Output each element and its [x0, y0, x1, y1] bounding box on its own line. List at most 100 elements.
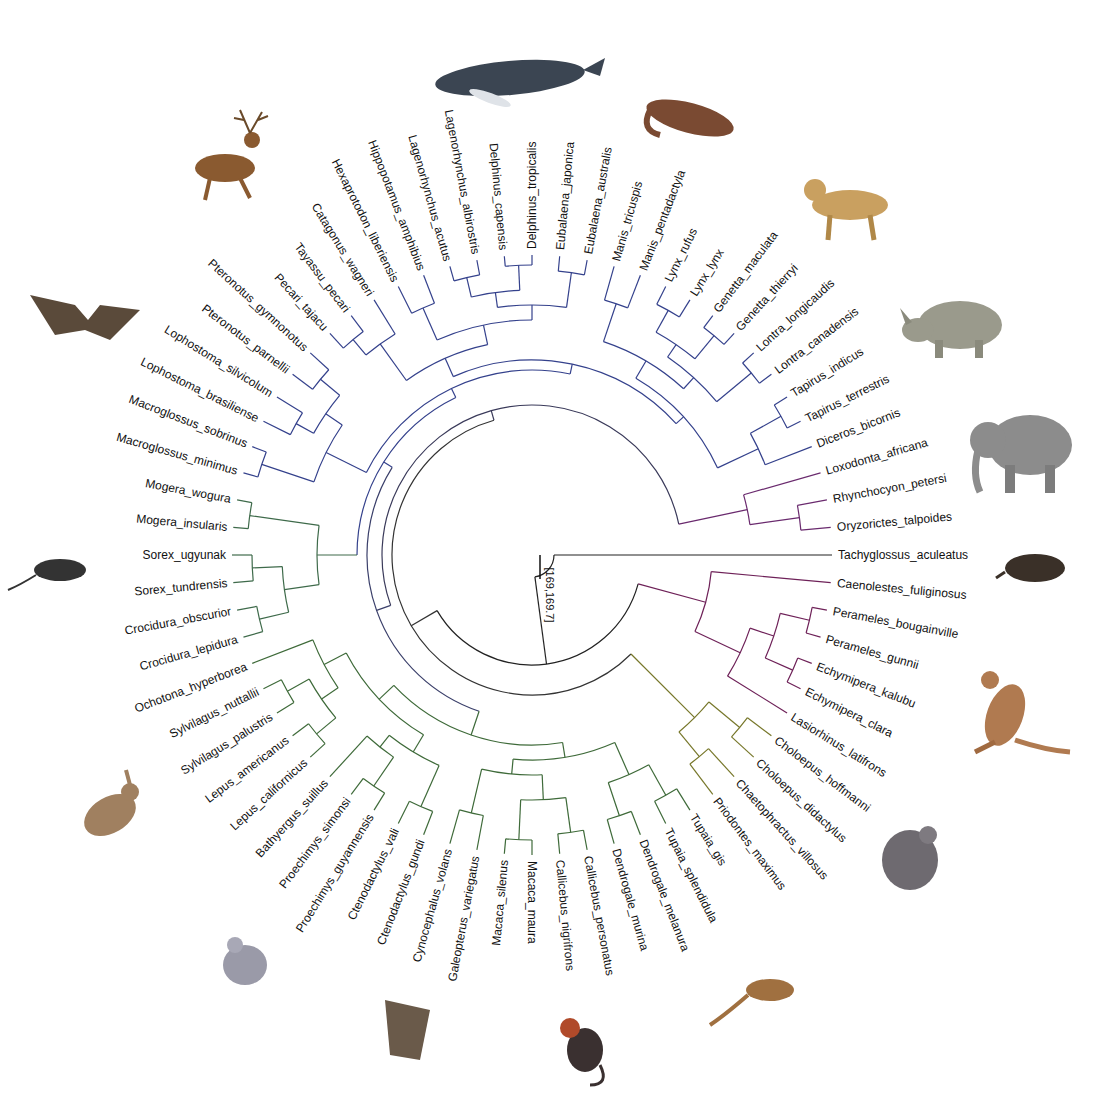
branch-line [262, 464, 314, 481]
branch-line [709, 749, 735, 777]
branch-arc [366, 334, 395, 355]
branch-line [531, 305, 532, 320]
echidna-icon [996, 554, 1065, 582]
branch-line [293, 724, 309, 736]
treeshrew-icon [710, 979, 794, 1025]
branch-line [351, 778, 363, 794]
branch-arc [282, 567, 288, 613]
branch-line [483, 325, 487, 345]
branch-line [607, 820, 614, 844]
branch-line [504, 256, 506, 266]
armadillo-icon [882, 826, 938, 890]
branch-line [384, 462, 392, 467]
branch-line [445, 358, 453, 376]
branch-line [277, 702, 294, 713]
branch-arc [690, 749, 709, 764]
branch-line [759, 374, 771, 383]
branch-arc [806, 607, 812, 633]
branch-line [379, 685, 394, 699]
species-label: Macaca_maura [525, 861, 539, 944]
chinchilla-icon [223, 937, 267, 985]
branch-line [353, 340, 366, 355]
branch-line [491, 411, 494, 421]
branch-line [398, 286, 411, 313]
branch-line [263, 421, 290, 434]
branch-arc [406, 345, 487, 381]
branch-line [423, 308, 437, 340]
branch-line [413, 735, 423, 752]
branch-line [374, 793, 385, 810]
branch-line [567, 273, 572, 308]
branch-line [398, 801, 409, 823]
branch-line [326, 414, 342, 425]
branch-arc [281, 680, 294, 703]
shrew-icon [8, 559, 86, 590]
branch-line [519, 800, 521, 840]
branch-line [732, 737, 754, 757]
species-label: Proechimys_guyannensis [293, 811, 377, 935]
species-label: Macaca_silenus [489, 859, 511, 946]
branch-line [668, 345, 676, 357]
branch-arc [459, 810, 483, 816]
branch-arc [728, 628, 751, 676]
branch-arc [437, 320, 532, 340]
branch-line [512, 759, 513, 774]
species-label: Lophostoma_silvicolum [162, 322, 275, 400]
elephant-icon [970, 415, 1072, 493]
branch-line [638, 584, 706, 602]
branch-arc [317, 525, 319, 584]
branch-arc [704, 328, 724, 345]
branch-line [631, 654, 695, 718]
branch-arc [392, 420, 631, 695]
branch-line [322, 688, 338, 699]
branch-line [765, 447, 812, 465]
branch-arc [513, 743, 615, 760]
branch-line [317, 554, 357, 555]
branch-arc [357, 397, 456, 555]
branch-line [695, 336, 714, 359]
branch-line [504, 839, 505, 854]
branch-line [744, 473, 821, 495]
branch-arc [437, 584, 638, 665]
branch-line [584, 260, 587, 275]
branch-line [655, 801, 666, 823]
branch-arc [314, 425, 342, 482]
branch-line [787, 682, 800, 689]
branch-line [259, 612, 288, 619]
branch-line [806, 633, 820, 637]
branch-line [243, 473, 257, 477]
branch-arc [679, 702, 709, 732]
branch-line [326, 452, 366, 472]
branch-arc [797, 505, 800, 530]
branch-arc [382, 405, 679, 605]
branch-line [679, 300, 690, 317]
branch-arc [343, 332, 363, 349]
branch-arc [732, 718, 748, 737]
branch-line [380, 735, 389, 747]
branch-line [374, 300, 395, 334]
branch-line [798, 658, 812, 663]
branch-arc [787, 658, 798, 682]
branch-line [467, 278, 472, 297]
branch-line [421, 765, 439, 806]
branch-line [284, 585, 319, 590]
branch-arc [482, 769, 543, 775]
branch-line [351, 316, 363, 332]
branch-arc [605, 300, 628, 308]
branch-line [718, 449, 759, 468]
branch-line [317, 718, 336, 734]
branch-line [243, 632, 262, 637]
species-label: Lynx_rufus [662, 226, 701, 284]
branch-line [542, 775, 543, 800]
branch-line [750, 628, 774, 636]
branch-arc [454, 275, 480, 281]
branch-arc [471, 290, 519, 297]
node-age-label: [169,169.7] [543, 567, 557, 622]
branch-arc [367, 467, 479, 711]
deer-icon [195, 110, 268, 200]
branch-line [711, 572, 830, 583]
branch-arc [309, 679, 336, 718]
branch-line [750, 518, 800, 525]
branch-line [320, 379, 339, 395]
branch-arc [313, 370, 329, 390]
